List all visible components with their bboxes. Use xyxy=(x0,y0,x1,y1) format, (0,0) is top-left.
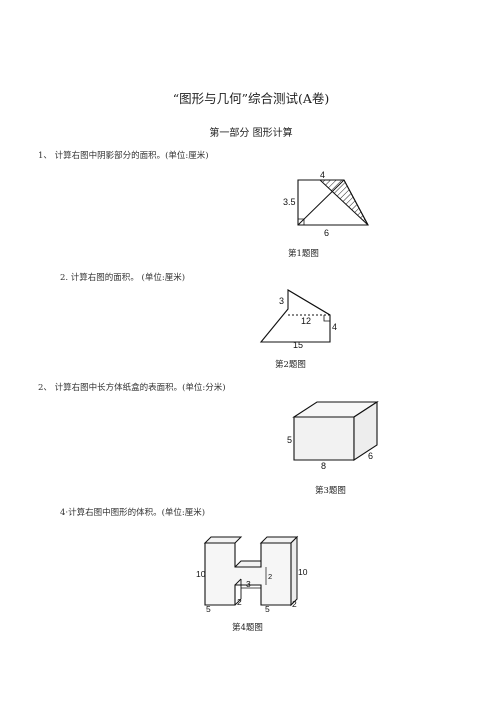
figure-1-caption: 第1题图 xyxy=(288,249,319,259)
figure-2-caption: 第2题图 xyxy=(275,360,306,370)
question-1-text: 1、 计算右图中阴影部分的面积。(单位:厘米) xyxy=(38,151,209,161)
question-3-text: 2、 计算右图中长方体纸盒的表面积。(单位:分米) xyxy=(38,383,226,393)
figure-2-label-middle: 12 xyxy=(301,316,311,326)
figure-3-caption: 第3题图 xyxy=(315,486,346,496)
figure-2-label-right: 4 xyxy=(332,322,337,332)
figure-2-label-left: 3 xyxy=(279,296,284,306)
figure-1-label-left: 3.5 xyxy=(283,197,296,207)
figure-3-side-face xyxy=(353,400,378,462)
question-2-text: 2. 计算右图的面积。 (单位:厘米) xyxy=(60,273,186,283)
figure-3-front-face xyxy=(293,416,355,461)
figure-2-label-bottom: 15 xyxy=(293,340,303,350)
figure-4-label-bottom-right-depth: 2 xyxy=(292,599,297,609)
section-heading: 第一部分 图形计算 xyxy=(209,128,293,139)
figure-1-label-top: 4 xyxy=(320,170,325,180)
figure-2-outline xyxy=(259,289,331,343)
figure-4-label-bottom-left-depth: 2 xyxy=(237,597,242,607)
figure-3-label-width: 6 xyxy=(368,451,373,461)
figure-4-label-inner-width: 3 xyxy=(246,579,251,589)
figure-4-h-shape: 10 10 2 3 5 2 5 2 xyxy=(196,535,308,614)
figure-1-label-bottom: 6 xyxy=(324,228,329,238)
figure-1-trapezoid: 4 3.5 6 xyxy=(283,170,369,238)
figure-4-caption: 第4题图 xyxy=(232,623,263,633)
figure-4-label-bottom-left: 5 xyxy=(206,604,211,614)
figure-3-label-height: 5 xyxy=(287,435,292,445)
figure-4-label-right-height: 10 xyxy=(298,567,308,577)
page-title: “图形与几何”综合测试(A卷) xyxy=(172,91,330,106)
figure-4-label-bridge-height: 2 xyxy=(268,572,272,581)
figure-2-trapezoid: 3 12 4 15 xyxy=(259,289,337,350)
figure-4-front-face xyxy=(204,542,292,606)
figure-3-label-length: 8 xyxy=(321,461,326,471)
figure-1-shaded-triangle xyxy=(318,179,369,226)
figure-1-outline xyxy=(297,179,369,226)
figure-4-label-left-height: 10 xyxy=(196,569,206,579)
question-4-text: 4·计算右图中图形的体积。(单位:厘米) xyxy=(60,508,206,518)
figure-3-cuboid: 5 8 6 xyxy=(287,400,379,471)
figure-4-label-bottom-right: 5 xyxy=(265,604,270,614)
